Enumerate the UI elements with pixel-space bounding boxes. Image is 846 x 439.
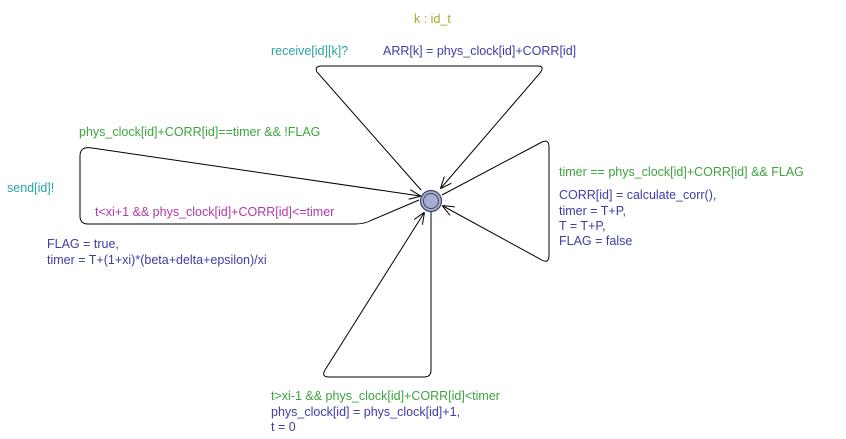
edge-send[interactable] bbox=[79, 147, 420, 225]
edge-correction[interactable] bbox=[442, 140, 550, 262]
tick-guard-label: t>xi-1 && phys_clock[id]+CORR[id]<timer bbox=[271, 389, 500, 403]
send-update-line-2: timer = T+(1+xi)*(beta+delta+epsilon)/xi bbox=[47, 253, 267, 267]
tick-update-line-2: t = 0 bbox=[271, 420, 296, 434]
edge-receive[interactable] bbox=[315, 65, 543, 191]
edge-tick[interactable] bbox=[323, 212, 432, 378]
send-guard-label: phys_clock[id]+CORR[id]==timer && !FLAG bbox=[79, 125, 321, 139]
correction-update-line-1: CORR[id] = calculate_corr(), bbox=[559, 188, 717, 202]
send-update-line-1: FLAG = true, bbox=[47, 237, 119, 251]
send-sync-label: send[id]! bbox=[7, 181, 55, 195]
correction-update-line-4: FLAG = false bbox=[559, 234, 633, 248]
tick-update-line-1: phys_clock[id] = phys_clock[id]+1, bbox=[271, 405, 460, 419]
receive-sync-label: receive[id][k]? bbox=[271, 44, 349, 58]
receive-select-label: k : id_t bbox=[414, 12, 451, 26]
correction-update-line-2: timer = T+P, bbox=[559, 204, 626, 218]
receive-update-label: ARR[k] = phys_clock[id]+CORR[id] bbox=[383, 44, 577, 58]
correction-update-line-3: T = T+P, bbox=[559, 219, 606, 233]
correction-guard-label: timer == phys_clock[id]+CORR[id] && FLAG bbox=[559, 165, 804, 179]
location-invariant-label: t<xi+1 && phys_clock[id]+CORR[id]<=timer bbox=[95, 205, 335, 219]
location-inner-ring bbox=[423, 193, 439, 209]
